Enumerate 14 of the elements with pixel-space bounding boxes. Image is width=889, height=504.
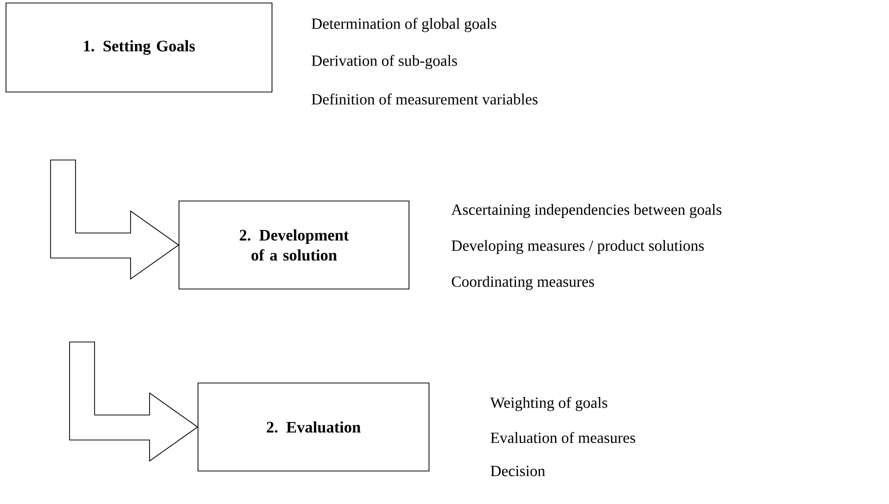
list-item: Evaluation of measures bbox=[490, 432, 636, 444]
hollow-arrow bbox=[69, 342, 198, 462]
list-item: Coordinating measures bbox=[452, 276, 594, 290]
list-item: Determination of global goals bbox=[312, 18, 496, 32]
list-item: Ascertaining independencies between goals bbox=[451, 204, 722, 218]
list-item: Definition of measurement variables bbox=[312, 93, 538, 105]
process-box: 2. Evaluation bbox=[198, 382, 430, 472]
list-item: Derivation of sub-goals bbox=[312, 54, 458, 70]
hollow-arrow bbox=[50, 160, 180, 280]
list-item: Decision bbox=[490, 466, 546, 476]
process-box: 2. Development of a solution bbox=[178, 200, 410, 290]
list-item: Developing measures / product solutions bbox=[452, 240, 704, 254]
process-box: 1. Setting Goals bbox=[6, 2, 272, 92]
list-item: Weighting of goals bbox=[490, 396, 608, 412]
